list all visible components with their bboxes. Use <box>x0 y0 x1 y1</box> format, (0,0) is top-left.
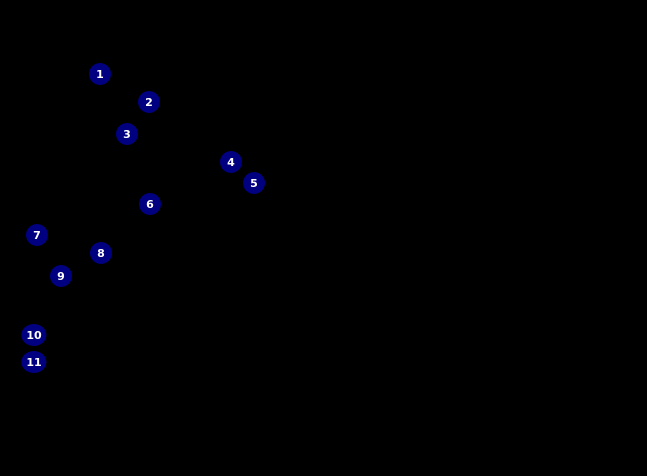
som-marker-2[interactable]: 2 <box>138 91 160 113</box>
som-marker-1[interactable]: 1 <box>89 63 111 85</box>
som-marker-8[interactable]: 8 <box>90 242 112 264</box>
som-marker-5[interactable]: 5 <box>243 172 265 194</box>
som-marker-7[interactable]: 7 <box>26 224 48 246</box>
som-marker-3[interactable]: 3 <box>116 123 138 145</box>
som-marker-4[interactable]: 4 <box>220 151 242 173</box>
som-marker-6[interactable]: 6 <box>139 193 161 215</box>
som-marker-11[interactable]: 11 <box>21 351 47 373</box>
som-marker-9[interactable]: 9 <box>50 265 72 287</box>
som-marker-10[interactable]: 10 <box>21 324 47 346</box>
